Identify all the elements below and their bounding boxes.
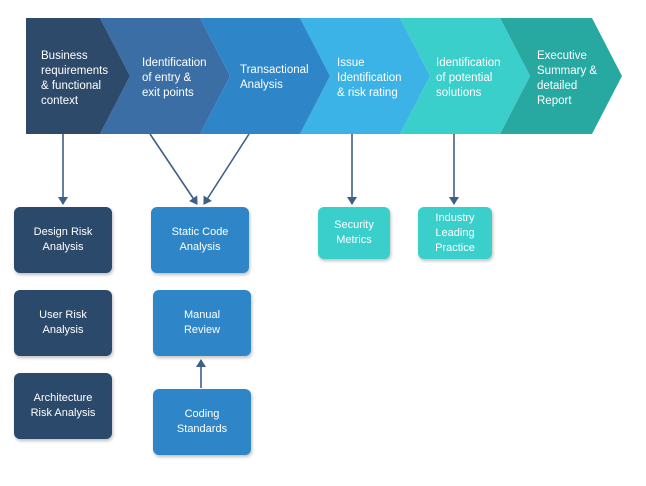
arrow-step2-to-static-code xyxy=(149,133,198,205)
manual-review-label: Manual Review xyxy=(183,309,221,336)
chevron-step-5 xyxy=(400,18,530,134)
coding-standards-box: Coding Standards xyxy=(153,389,251,455)
design-risk-analysis-box: Design Risk Analysis xyxy=(14,207,112,273)
industry-leading-practice-box: Industry Leading Practice xyxy=(418,207,492,259)
design-risk-analysis-label: Design Risk Analysis xyxy=(33,226,93,253)
chevron-step-2 xyxy=(100,18,230,134)
architecture-risk-analysis-box: Architecture Risk Analysis xyxy=(14,373,112,439)
arrow-step3-to-static-code xyxy=(203,133,250,205)
user-risk-analysis-label: User Risk Analysis xyxy=(39,309,87,336)
chevron-step-4 xyxy=(300,18,430,134)
user-risk-analysis-box: User Risk Analysis xyxy=(14,290,112,356)
architecture-risk-analysis-label: Architecture Risk Analysis xyxy=(30,392,96,419)
static-code-analysis-box: Static Code Analysis xyxy=(151,207,249,273)
static-code-analysis-label: Static Code Analysis xyxy=(171,226,229,253)
security-metrics-label: Security Metrics xyxy=(334,219,374,246)
chevron-step-6 xyxy=(500,18,622,134)
security-metrics-box: Security Metrics xyxy=(318,207,390,259)
chevron-step-3 xyxy=(200,18,330,134)
industry-leading-practice-label: Industry Leading Practice xyxy=(435,211,475,254)
chevron-step-1 xyxy=(26,18,130,134)
coding-standards-label: Coding Standards xyxy=(176,408,228,435)
manual-review-box: Manual Review xyxy=(153,290,251,356)
